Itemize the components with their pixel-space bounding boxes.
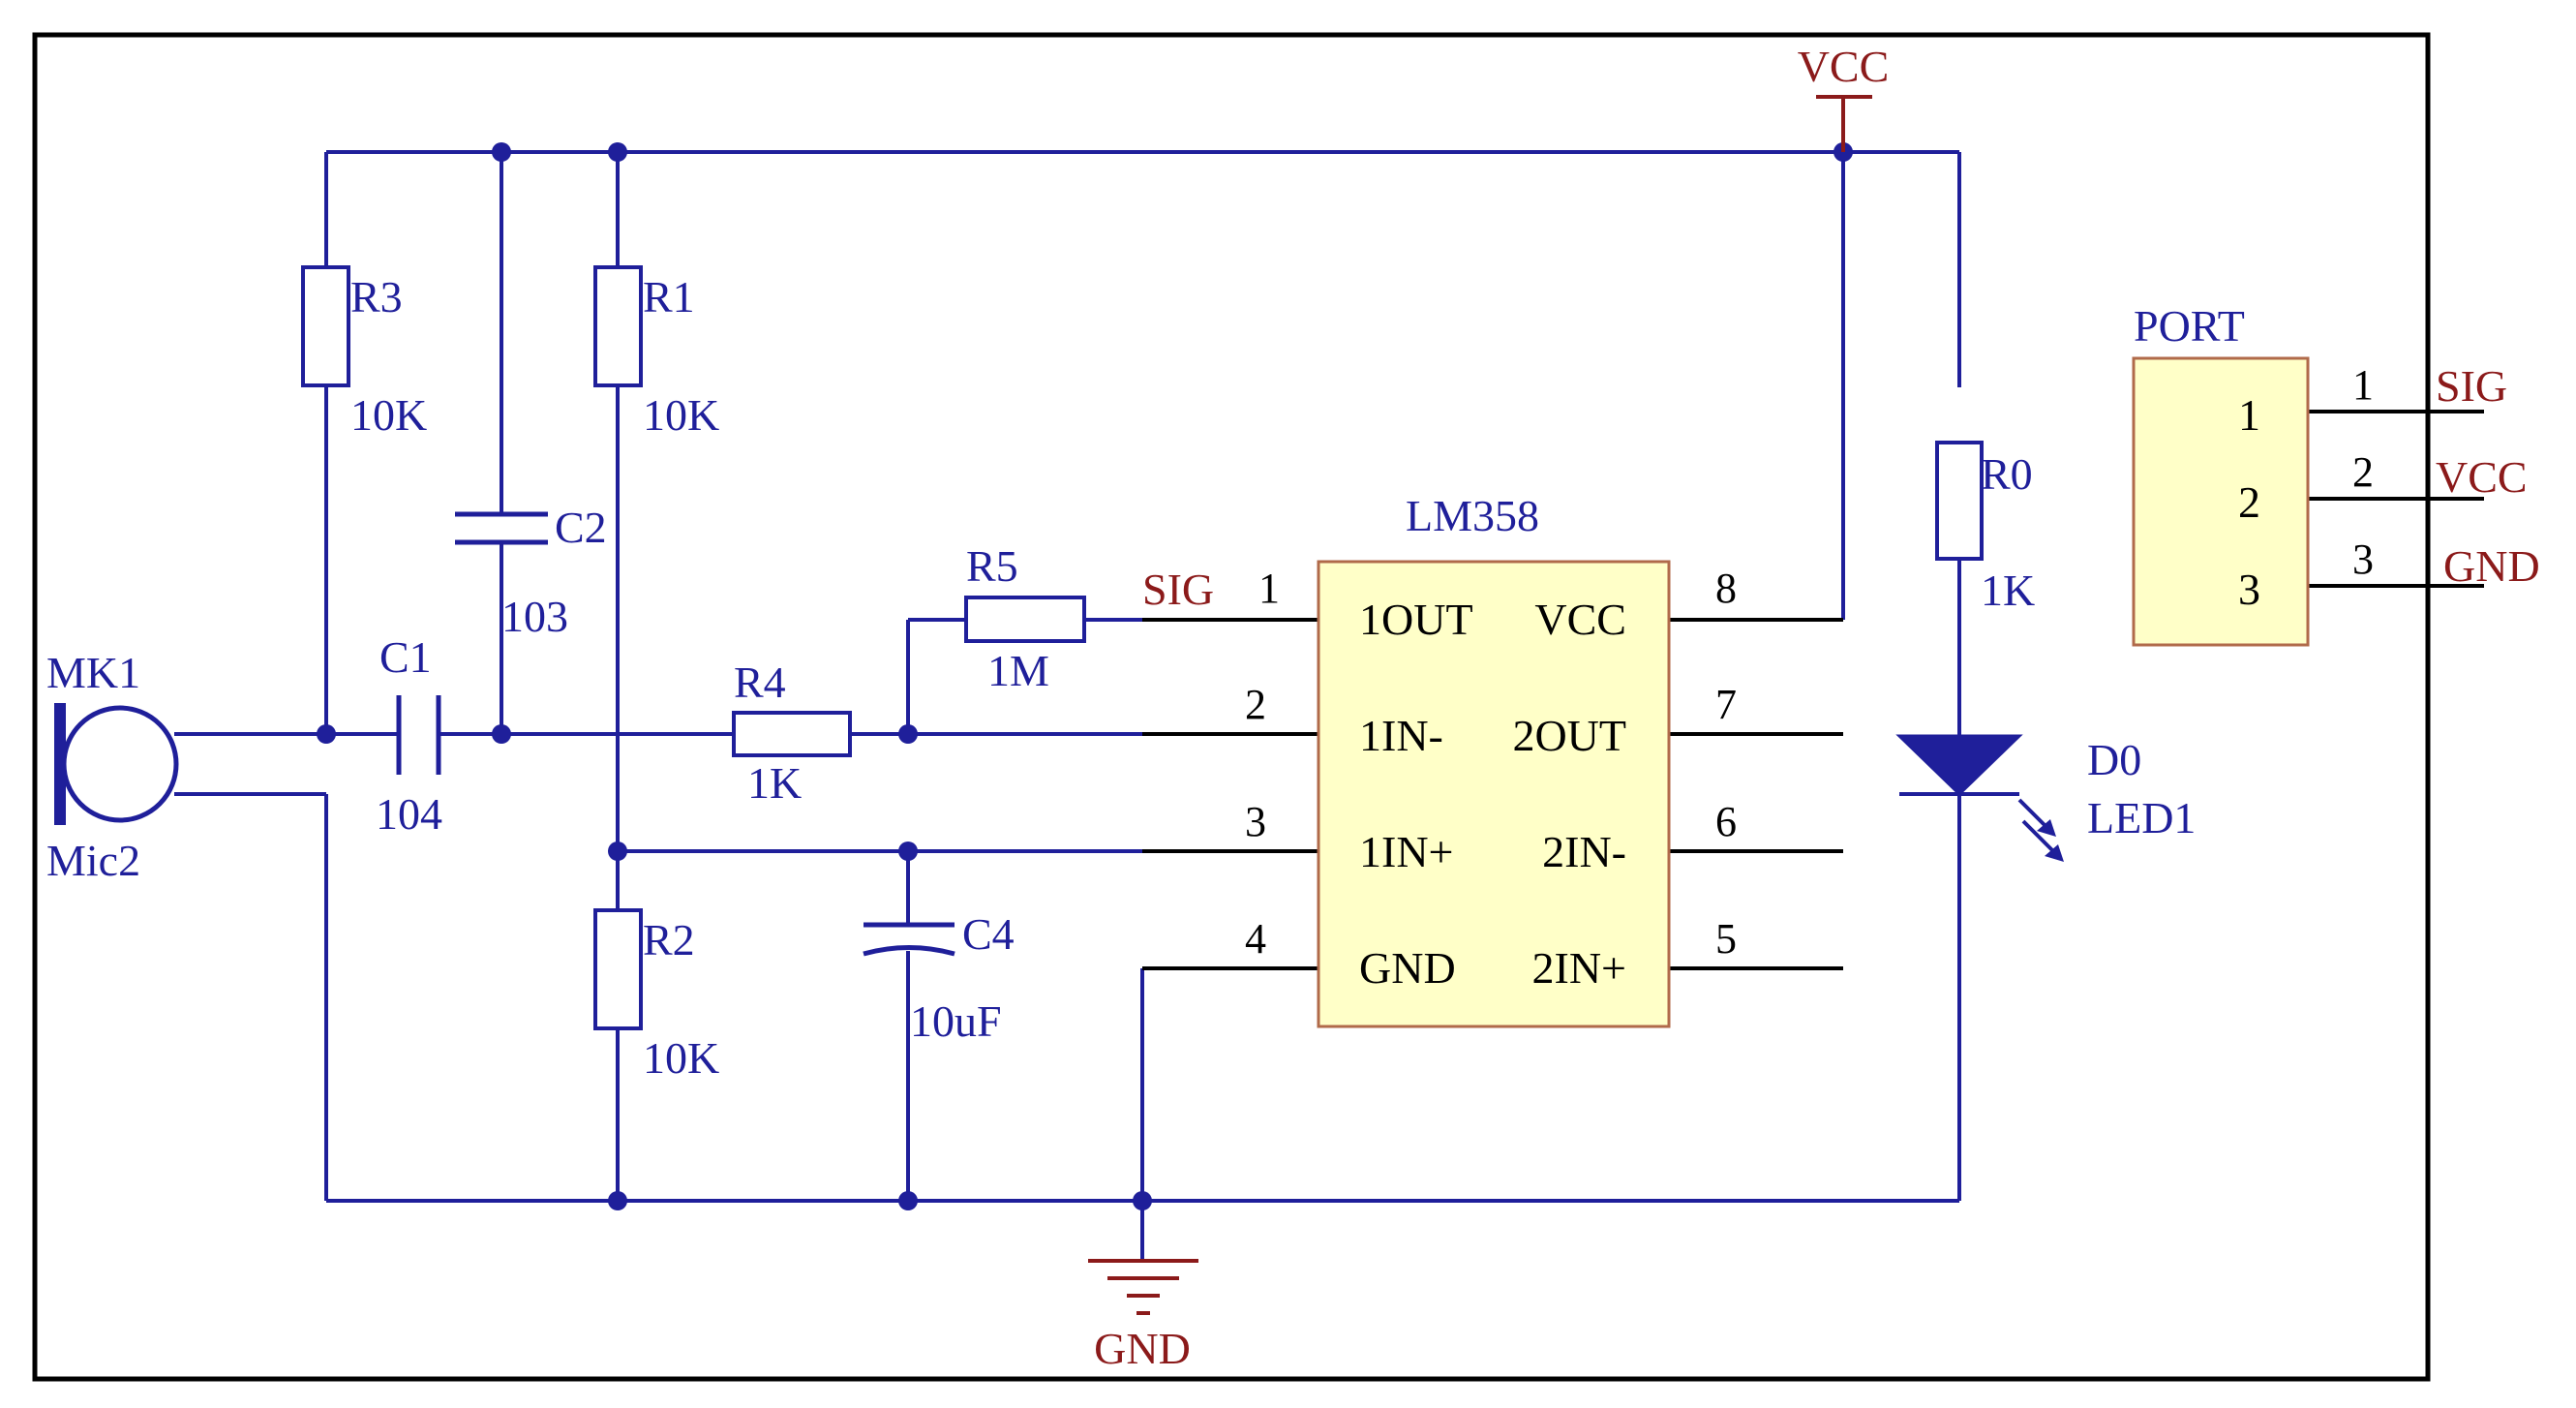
led-d0: D0 LED1 xyxy=(1895,734,2196,862)
port-pin2-number: 2 xyxy=(2352,448,2374,496)
ic-pin5-name: 2IN+ xyxy=(1532,943,1626,993)
ic-pin4-name: GND xyxy=(1359,943,1456,993)
ic-pin1-name: 1OUT xyxy=(1359,595,1473,644)
wires xyxy=(174,97,1961,1259)
ic-name: LM358 xyxy=(1406,491,1539,540)
capacitor-c1: C1 104 xyxy=(376,632,442,839)
r5-value: 1M xyxy=(987,646,1049,695)
schematic-frame xyxy=(32,32,2431,1382)
resistor-r1: R1 10K xyxy=(593,265,719,440)
r4-value: 1K xyxy=(747,758,802,808)
ic-pin2-name: 1IN- xyxy=(1359,711,1443,760)
port-pin3-net: GND xyxy=(2443,541,2540,591)
d0-ref: D0 xyxy=(2087,735,2141,784)
port-pin1-net: SIG xyxy=(2436,361,2507,411)
mic-value: Mic2 xyxy=(46,836,140,885)
c1-value: 104 xyxy=(376,789,442,839)
resistor-r5: R5 1M xyxy=(964,541,1086,695)
gnd-ground-symbol: GND xyxy=(1088,1259,1198,1373)
capacitor-c2: C2 103 xyxy=(455,503,607,641)
port-pin3-number: 3 xyxy=(2352,536,2374,583)
d0-value: LED1 xyxy=(2087,793,2196,842)
vcc-power-symbol: VCC xyxy=(1798,42,1890,152)
r1-ref: R1 xyxy=(643,272,695,321)
r3-value: 10K xyxy=(350,390,427,440)
ic-pin3-number: 3 xyxy=(1245,798,1266,845)
gnd-net-label: GND xyxy=(1094,1324,1191,1373)
c1-ref: C1 xyxy=(379,632,432,682)
r0-ref: R0 xyxy=(1981,449,2033,499)
ic-pin8-name: VCC xyxy=(1534,595,1626,644)
c4-value: 10uF xyxy=(910,996,1002,1046)
r4-ref: R4 xyxy=(734,658,786,707)
port-name: PORT xyxy=(2134,301,2245,351)
junctions xyxy=(317,142,1853,1210)
resistor-r3: R3 10K xyxy=(301,265,427,440)
r2-ref: R2 xyxy=(643,915,695,964)
r5-ref: R5 xyxy=(966,541,1018,591)
ic-pin5-number: 5 xyxy=(1715,915,1737,963)
c4-ref: C4 xyxy=(962,909,1015,959)
resistor-r0: R0 1K xyxy=(1935,441,2035,615)
ic-pin2-number: 2 xyxy=(1245,681,1266,728)
port-pin3-inner: 3 xyxy=(2238,565,2260,614)
ic-lm358: LM358 1OUT 1IN- 1IN+ GND VCC 2OUT 2IN- 2… xyxy=(1245,491,1737,1028)
r1-value: 10K xyxy=(643,390,719,440)
ic-pin8-number: 8 xyxy=(1715,565,1737,612)
ic-pin7-number: 7 xyxy=(1715,681,1737,728)
r0-value: 1K xyxy=(1981,566,2035,615)
c2-ref: C2 xyxy=(555,503,607,552)
ic-pin6-name: 2IN- xyxy=(1542,827,1626,876)
ic-pin1-number: 1 xyxy=(1258,565,1280,612)
ic-pin7-name: 2OUT xyxy=(1512,711,1626,760)
vcc-net-label: VCC xyxy=(1798,42,1890,91)
sig-net-label: SIG xyxy=(1142,565,1214,614)
microphone-mk1: MK1 Mic2 xyxy=(46,648,179,885)
ic-pin3-name: 1IN+ xyxy=(1359,827,1453,876)
resistor-r4: R4 1K xyxy=(732,658,852,808)
c2-value: 103 xyxy=(501,592,568,641)
resistor-r2: R2 10K xyxy=(593,908,719,1083)
port-pin1-number: 1 xyxy=(2352,361,2374,409)
capacitor-c4: C4 10uF xyxy=(863,909,1015,1046)
ic-pin6-number: 6 xyxy=(1715,798,1737,845)
mic-ref: MK1 xyxy=(46,648,140,697)
light-emission-arrows-icon xyxy=(2017,798,2064,862)
port-pin1-inner: 1 xyxy=(2238,390,2260,440)
pin-stubs xyxy=(1142,410,2484,970)
ic-pin4-number: 4 xyxy=(1245,915,1266,963)
port-pin2-inner: 2 xyxy=(2238,477,2260,527)
port-pin2-net: VCC xyxy=(2436,452,2528,502)
r2-value: 10K xyxy=(643,1033,719,1083)
port-connector: PORT 1 2 3 1 2 3 SIG VCC GND xyxy=(2132,301,2540,647)
r3-ref: R3 xyxy=(350,272,403,321)
